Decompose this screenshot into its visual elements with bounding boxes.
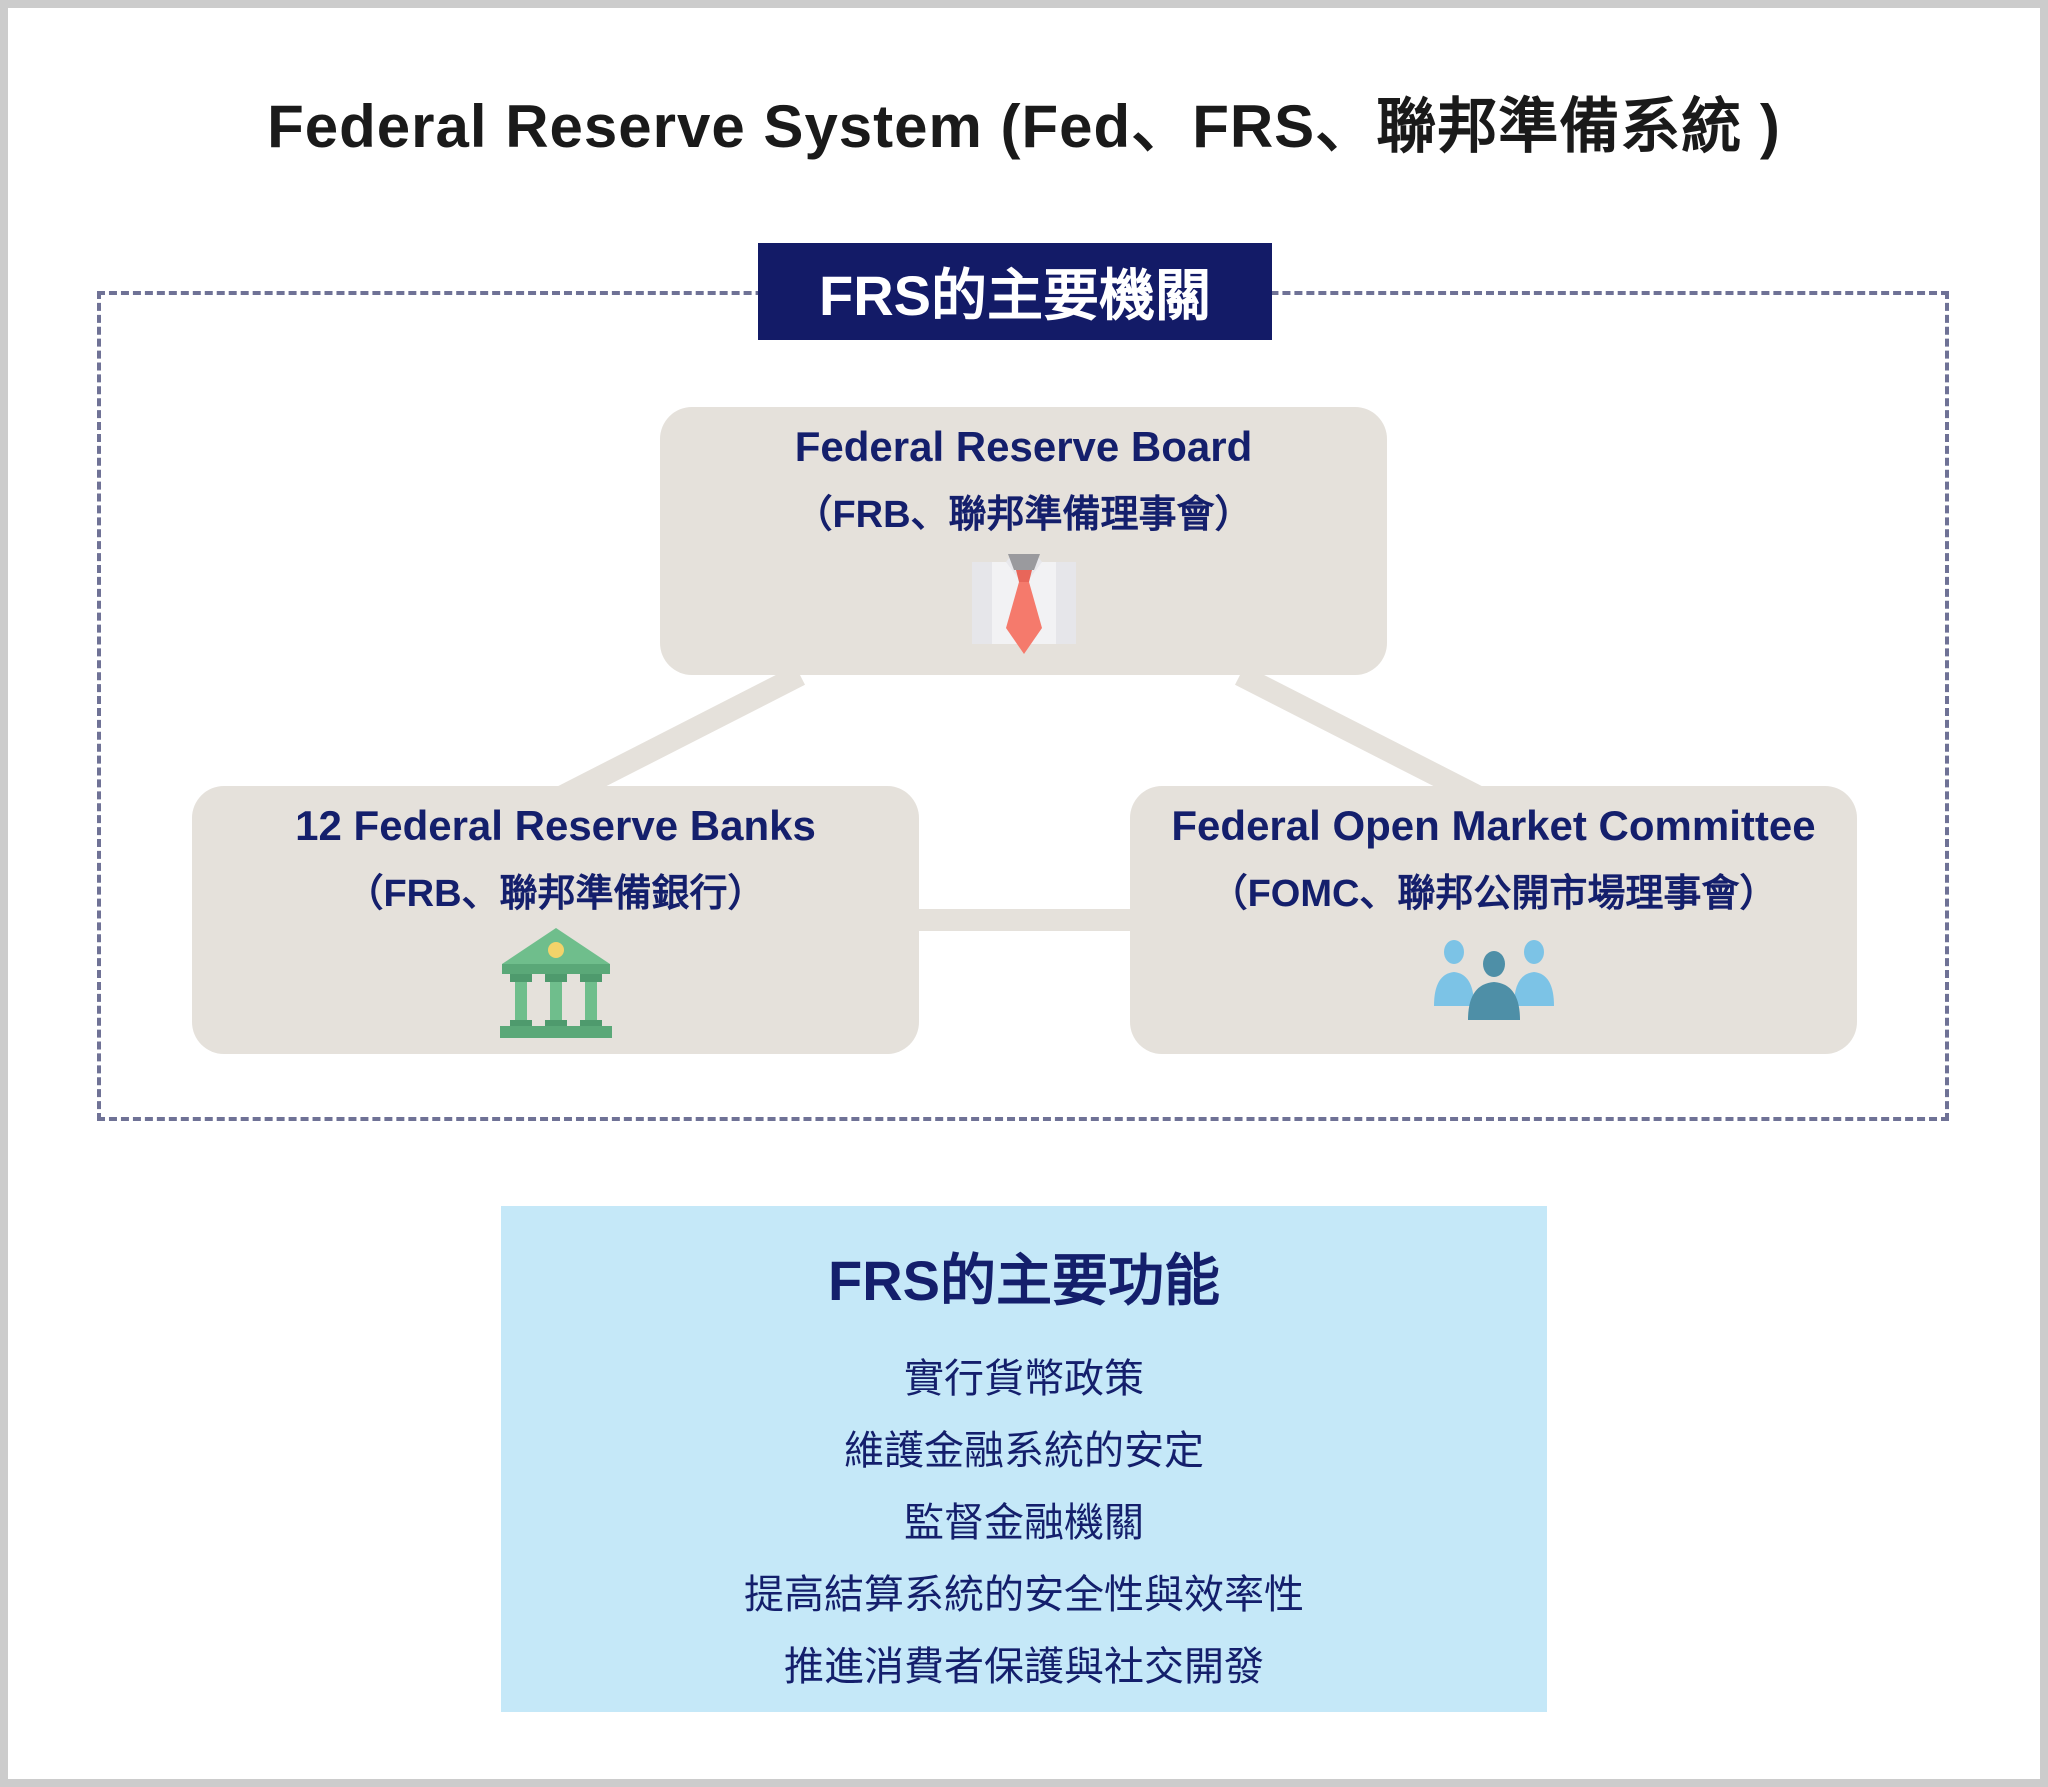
federal-reserve-board-box: Federal Reserve Board （FRB、聯邦準備理事會） <box>660 407 1387 675</box>
function-item: 實行貨幣政策 <box>904 1357 1144 1401</box>
federal-reserve-banks-box: 12 Federal Reserve Banks （FRB、聯邦準備銀行） <box>192 786 919 1054</box>
function-item: 監督金融機關 <box>904 1501 1144 1545</box>
people-group-icon <box>1433 940 1554 1020</box>
board-name: Federal Reserve Board <box>794 423 1253 470</box>
banks-subtitle: （FRB、聯邦準備銀行） <box>345 873 766 915</box>
connector-board-fomc <box>1235 665 1490 810</box>
function-item: 推進消費者保護與社交開發 <box>784 1645 1264 1689</box>
functions-title: FRS的主要功能 <box>828 1249 1220 1312</box>
fomc-box: Federal Open Market Committee （FOMC、聯邦公開… <box>1130 786 1857 1054</box>
functions-list: 實行貨幣政策 維護金融系統的安定 監督金融機關 提高結算系統的安全性與效率性 推… <box>501 1343 1547 1703</box>
page-title: Federal Reserve System (Fed、FRS、聯邦準備系統 ) <box>267 93 1781 160</box>
function-item: 提高結算系統的安全性與效率性 <box>744 1573 1304 1617</box>
fomc-name: Federal Open Market Committee <box>1171 802 1816 849</box>
section-banner-main-organs: FRS的主要機關 <box>758 243 1272 340</box>
function-item: 維護金融系統的安定 <box>844 1429 1204 1473</box>
banks-name: 12 Federal Reserve Banks <box>295 802 816 849</box>
fomc-subtitle: （FOMC、聯邦公開市場理事會） <box>1209 873 1778 915</box>
board-subtitle: （FRB、聯邦準備理事會） <box>794 494 1253 536</box>
functions-panel: FRS的主要功能 實行貨幣政策 維護金融系統的安定 監督金融機關 提高結算系統的… <box>501 1206 1547 1712</box>
shirt-tie-icon <box>971 554 1076 654</box>
bank-building-icon <box>499 928 612 1038</box>
connector-board-banks <box>550 665 805 810</box>
